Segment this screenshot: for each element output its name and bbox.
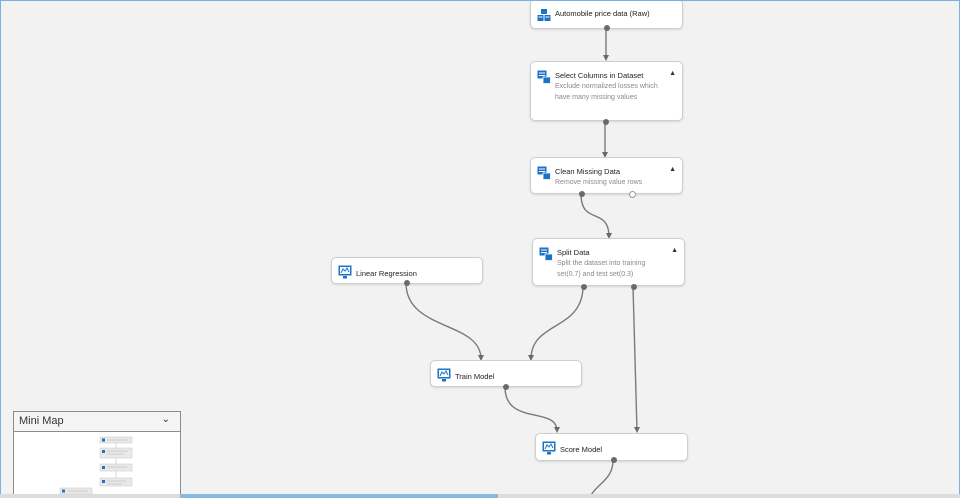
scrollbar-thumb[interactable] [180,494,498,498]
collapse-chevron-icon[interactable]: ▲ [669,166,676,173]
transform-icon [539,247,553,261]
module-automobile-price-data[interactable]: Automobile price data (Raw) [530,1,683,31]
module-score-model[interactable]: Score Model [535,433,688,463]
output-port-training[interactable] [581,284,587,290]
horizontal-scrollbar[interactable] [0,494,960,498]
module-select-columns[interactable]: Select Columns in Dataset Exclude normal… [530,61,683,125]
mini-map-header[interactable]: Mini Map ⌄ [14,412,180,432]
collapse-chevron-icon[interactable]: ▲ [671,247,678,254]
module-linear-regression[interactable]: Linear Regression [331,257,483,286]
output-port[interactable] [604,25,610,31]
model-icon [437,368,451,382]
module-clean-missing-data[interactable]: Clean Missing Data Remove missing value … [530,157,683,198]
output-port[interactable] [503,384,509,390]
edge-linreg-to-train [405,282,482,360]
module-title: Train Model [455,372,495,381]
edge-split-to-train [530,285,584,360]
output-port-cleaned[interactable] [579,191,585,197]
module-description: Exclude normalized losses which have man… [555,83,658,101]
collapse-chevron-icon[interactable]: ▲ [669,70,676,77]
transform-icon [537,70,551,84]
output-port[interactable] [611,457,617,463]
output-port-test[interactable] [631,284,637,290]
model-icon [338,265,352,279]
edge-score-to-next [590,459,614,495]
module-title: Score Model [560,445,603,454]
module-title: Linear Regression [356,269,417,278]
edge-train-to-score [504,386,558,432]
module-description: Remove missing value rows [555,179,643,186]
module-title: Split Data [557,248,590,257]
output-port[interactable] [404,280,410,286]
chevron-down-icon[interactable]: ⌄ [161,414,170,425]
module-description: Split the dataset into training set(0.7)… [557,260,646,278]
transform-icon [537,166,551,180]
module-split-data[interactable]: Split Data Split the dataset into traini… [532,238,685,290]
mini-map-title: Mini Map [19,415,64,427]
output-port-cleaning-transform[interactable] [629,191,636,198]
edge-split-to-score [632,285,638,432]
edge-clean-to-split [580,193,610,238]
module-title: Select Columns in Dataset [555,71,644,80]
module-title: Clean Missing Data [555,167,621,176]
output-port[interactable] [603,119,609,125]
dataset-icon [537,8,551,22]
mini-map-viewport[interactable] [14,432,180,495]
module-title: Automobile price data (Raw) [555,9,650,18]
model-icon [542,441,556,455]
mini-map-panel[interactable]: Mini Map ⌄ [13,411,181,495]
module-train-model[interactable]: Train Model [430,360,582,390]
